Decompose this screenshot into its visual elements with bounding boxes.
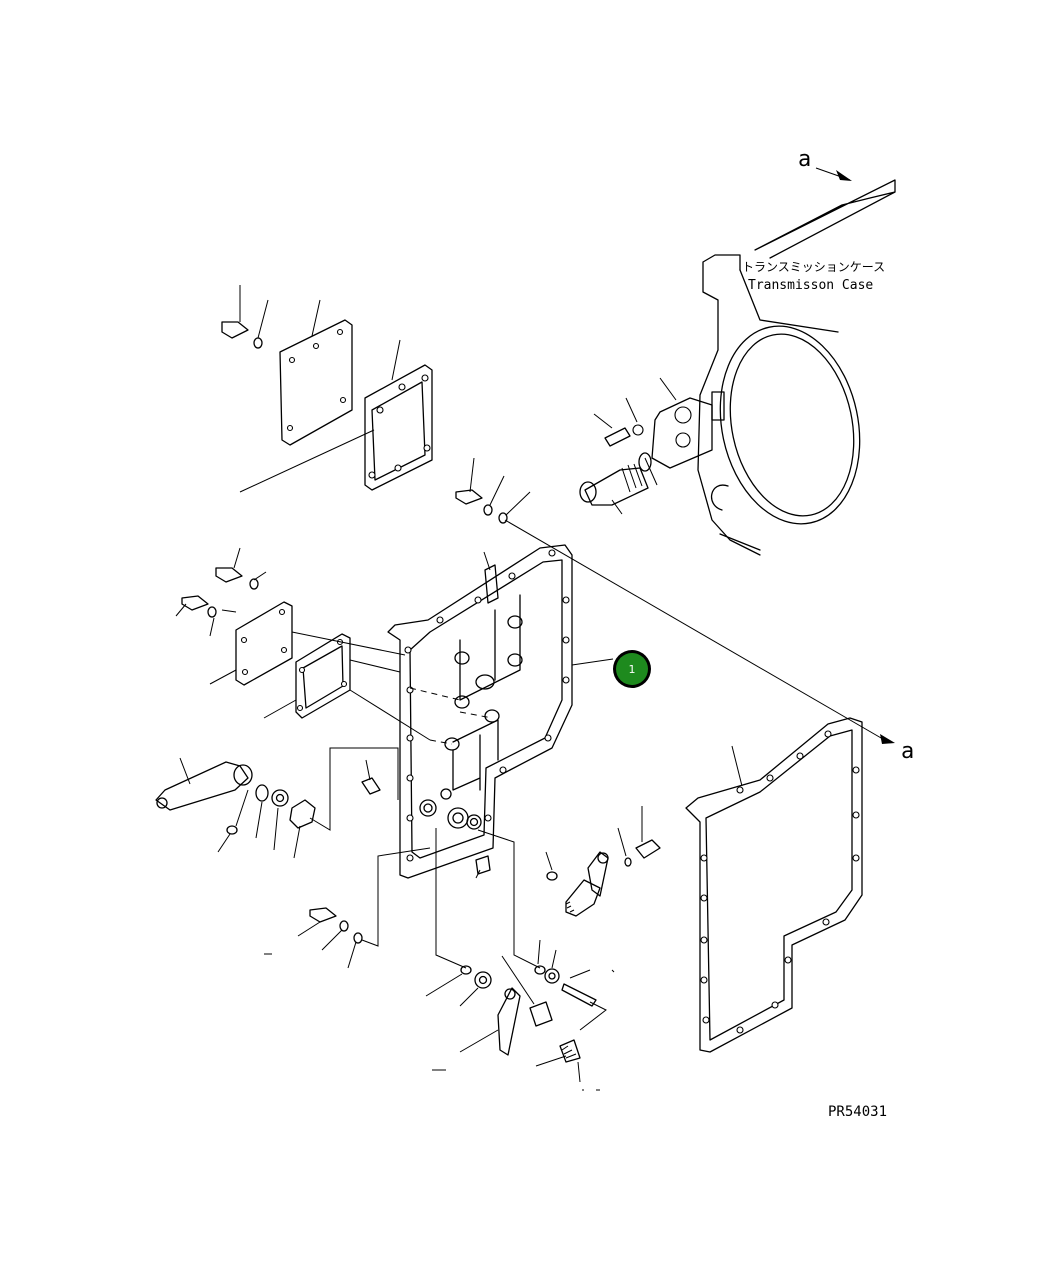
- right-lever-group: [545, 806, 661, 917]
- arrow-right-label: a: [901, 739, 914, 764]
- arrow-right-a: a: [880, 734, 914, 764]
- top-cover-group: [221, 285, 433, 493]
- callout-1: 1: [613, 650, 651, 688]
- transmission-case: [697, 179, 896, 556]
- main-cover: [387, 544, 614, 879]
- large-gasket: [685, 717, 863, 1053]
- bottom-left-bolts: [264, 847, 431, 969]
- drawing-number: PR54031: [828, 1104, 887, 1120]
- sensor-assembly: [579, 377, 713, 515]
- case-label-en: Transmisson Case: [748, 278, 873, 293]
- arrow-top-label: a: [798, 147, 811, 172]
- left-cover-group: [175, 547, 431, 741]
- case-label-jp: トランスミッションケース: [742, 260, 885, 274]
- case-label: トランスミッションケース Transmisson Case: [742, 260, 885, 293]
- arrow-top-a: a: [798, 147, 852, 181]
- left-lever-group: [155, 747, 399, 859]
- bottom-center-hardware: [425, 828, 615, 1091]
- callout-1-number: 1: [629, 663, 636, 676]
- main-cover-bolts: [455, 457, 889, 743]
